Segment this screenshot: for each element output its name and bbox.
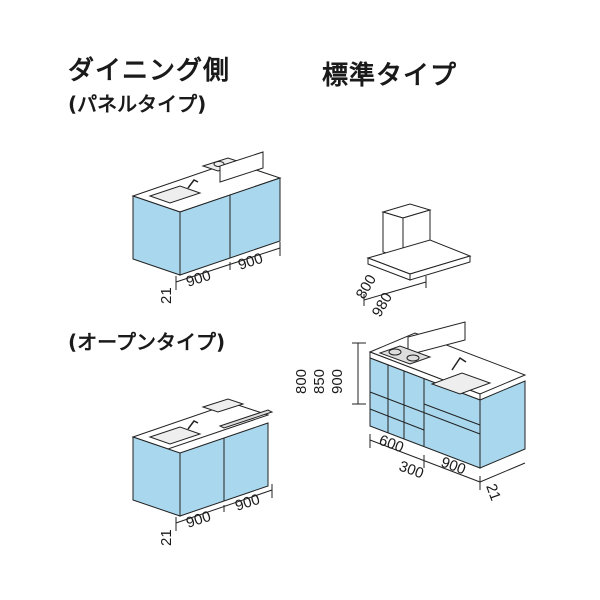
back-panel	[219, 151, 264, 183]
dining-side-title: ダイニング側	[68, 56, 231, 86]
open-dimensions: 21 900 900	[158, 491, 262, 546]
dim-height-800: 800	[293, 369, 310, 394]
standard-type-cabinet	[352, 321, 527, 490]
counter-edge	[218, 409, 274, 429]
range-hood	[363, 203, 472, 306]
panel-type-cabinet	[131, 151, 282, 290]
sink-icon	[430, 372, 492, 395]
dim-21: 21	[482, 482, 504, 503]
open-type-title: (オープンタイプ)	[68, 330, 226, 354]
cooktop-icon	[378, 345, 432, 365]
dim-900-a: 900	[184, 267, 213, 291]
faucet-icon	[187, 420, 199, 430]
panel-type-subtitle: (パネルタイプ)	[68, 92, 207, 116]
faucet-icon	[451, 356, 467, 371]
dim-21: 21	[158, 529, 175, 546]
sink-icon	[148, 426, 202, 445]
dim-900-b: 900	[236, 250, 265, 274]
dim-height-850: 850	[311, 369, 328, 394]
standard-type-title: 標準タイプ	[322, 61, 458, 91]
dim-900-b: 900	[233, 491, 262, 515]
cooktop-icon	[201, 398, 245, 413]
dim-980-hood: 980	[369, 290, 396, 320]
dim-900-a: 900	[184, 508, 213, 532]
open-type-cabinet	[131, 398, 274, 531]
dim-21: 21	[158, 287, 175, 304]
panel-dimensions: 21 900 900	[158, 250, 265, 304]
dim-height-900: 900	[329, 369, 346, 394]
dim-300: 300	[397, 458, 426, 483]
sink-icon	[148, 185, 202, 204]
faucet-icon	[187, 179, 199, 189]
